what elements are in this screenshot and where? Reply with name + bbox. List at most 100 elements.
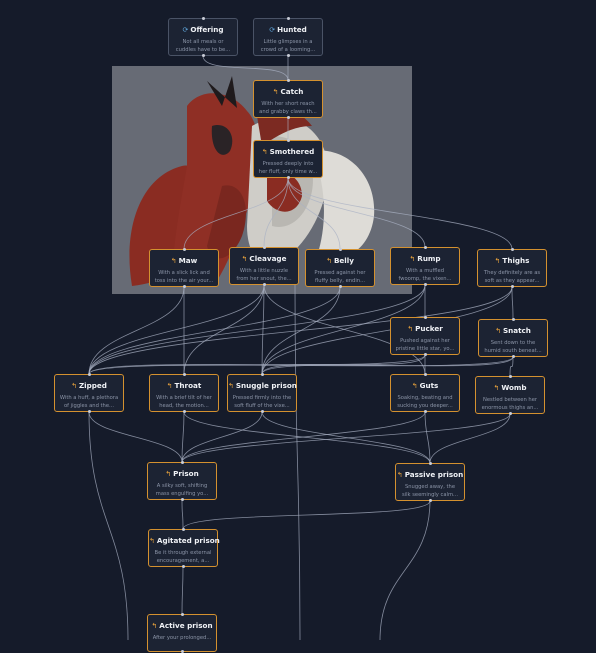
node-title-text: Pucker <box>415 324 443 333</box>
edge-belly-snuggle <box>261 286 341 375</box>
edge-guts-passive <box>424 411 431 464</box>
input-port[interactable] <box>181 528 185 531</box>
return-arrow-icon: ↰ <box>71 382 77 390</box>
output-port[interactable] <box>423 410 427 413</box>
node-title: ↰Passive prison <box>396 470 464 479</box>
output-port[interactable] <box>87 410 91 413</box>
output-port[interactable] <box>286 176 290 179</box>
output-port[interactable] <box>338 285 342 288</box>
input-port[interactable] <box>508 375 512 378</box>
node-title: ⟳Hunted <box>254 25 322 34</box>
input-port[interactable] <box>180 461 184 464</box>
node-description: Be it through external encouragement, a.… <box>154 550 212 564</box>
output-port[interactable] <box>262 283 266 286</box>
return-arrow-icon: ↰ <box>272 88 279 96</box>
output-port[interactable] <box>423 353 427 356</box>
node-title-text: Snuggle prison <box>235 381 297 390</box>
edge-offscreen-0 <box>88 411 129 640</box>
input-port[interactable] <box>423 246 427 249</box>
node-title-text: Smothered <box>269 147 315 156</box>
input-port[interactable] <box>260 373 264 376</box>
output-port[interactable] <box>182 410 186 413</box>
input-port[interactable] <box>423 373 427 376</box>
input-port[interactable] <box>423 316 427 319</box>
output-port[interactable] <box>508 412 512 415</box>
return-arrow-icon: ↰ <box>165 470 172 478</box>
node-title-text: Rump <box>417 254 441 263</box>
input-port[interactable] <box>286 139 290 142</box>
output-port[interactable] <box>181 565 185 568</box>
node-title: ↰Pucker <box>391 324 459 333</box>
input-port[interactable] <box>338 248 342 251</box>
node-title: ↰Womb <box>476 383 544 392</box>
input-port[interactable] <box>180 613 184 616</box>
node-title-text: Womb <box>501 383 527 392</box>
return-arrow-icon: ↰ <box>261 148 268 156</box>
input-port[interactable] <box>510 248 514 251</box>
output-port[interactable] <box>201 54 205 57</box>
output-port[interactable] <box>423 283 427 286</box>
input-port[interactable] <box>87 373 91 376</box>
output-port[interactable] <box>286 116 290 119</box>
edge-belly-zipped <box>88 286 341 375</box>
input-port[interactable] <box>262 246 266 249</box>
edge-snuggle-prison <box>181 411 263 463</box>
output-port[interactable] <box>511 355 515 358</box>
node-title-text: Belly <box>333 256 354 265</box>
node-title: ↰Smothered <box>254 147 322 156</box>
input-port[interactable] <box>511 318 515 321</box>
input-port[interactable] <box>182 373 186 376</box>
output-port[interactable] <box>182 285 186 288</box>
return-arrow-icon: ↰ <box>396 471 403 479</box>
edge-snatch-snuggle <box>261 356 514 375</box>
input-port[interactable] <box>428 462 432 465</box>
input-port[interactable] <box>286 79 290 82</box>
output-port[interactable] <box>428 499 432 502</box>
input-port[interactable] <box>182 248 186 251</box>
return-arrow-icon: ↰ <box>495 327 501 335</box>
output-port[interactable] <box>260 410 264 413</box>
return-arrow-icon: ↰ <box>166 382 173 390</box>
output-port[interactable] <box>286 54 290 57</box>
node-title: ⟳Offering <box>169 25 237 34</box>
node-title: ↰Throat <box>150 381 218 390</box>
return-arrow-icon: ↰ <box>149 537 155 545</box>
node-title: ↰Active prison <box>148 621 216 630</box>
node-description: With a little nuzzle from her snout, the… <box>236 268 292 282</box>
output-port[interactable] <box>180 498 184 501</box>
edge-zipped-prison <box>88 411 183 463</box>
input-port[interactable] <box>201 17 205 20</box>
edge-snatch-zipped <box>88 356 514 375</box>
node-title: ↰Cleavage <box>230 254 298 263</box>
edge-thighs-snuggle <box>261 286 513 375</box>
edge-agitated-active <box>181 566 184 615</box>
output-port[interactable] <box>510 285 514 288</box>
node-description: They definitely are as soft as they appe… <box>483 270 541 284</box>
swirl-icon: ⟳ <box>182 26 189 34</box>
node-description: Snugged away, the silk seemingly calm... <box>401 484 459 498</box>
node-title-text: Hunted <box>277 25 307 34</box>
edge-cleavage-throat <box>183 284 265 375</box>
input-port[interactable] <box>286 17 290 20</box>
